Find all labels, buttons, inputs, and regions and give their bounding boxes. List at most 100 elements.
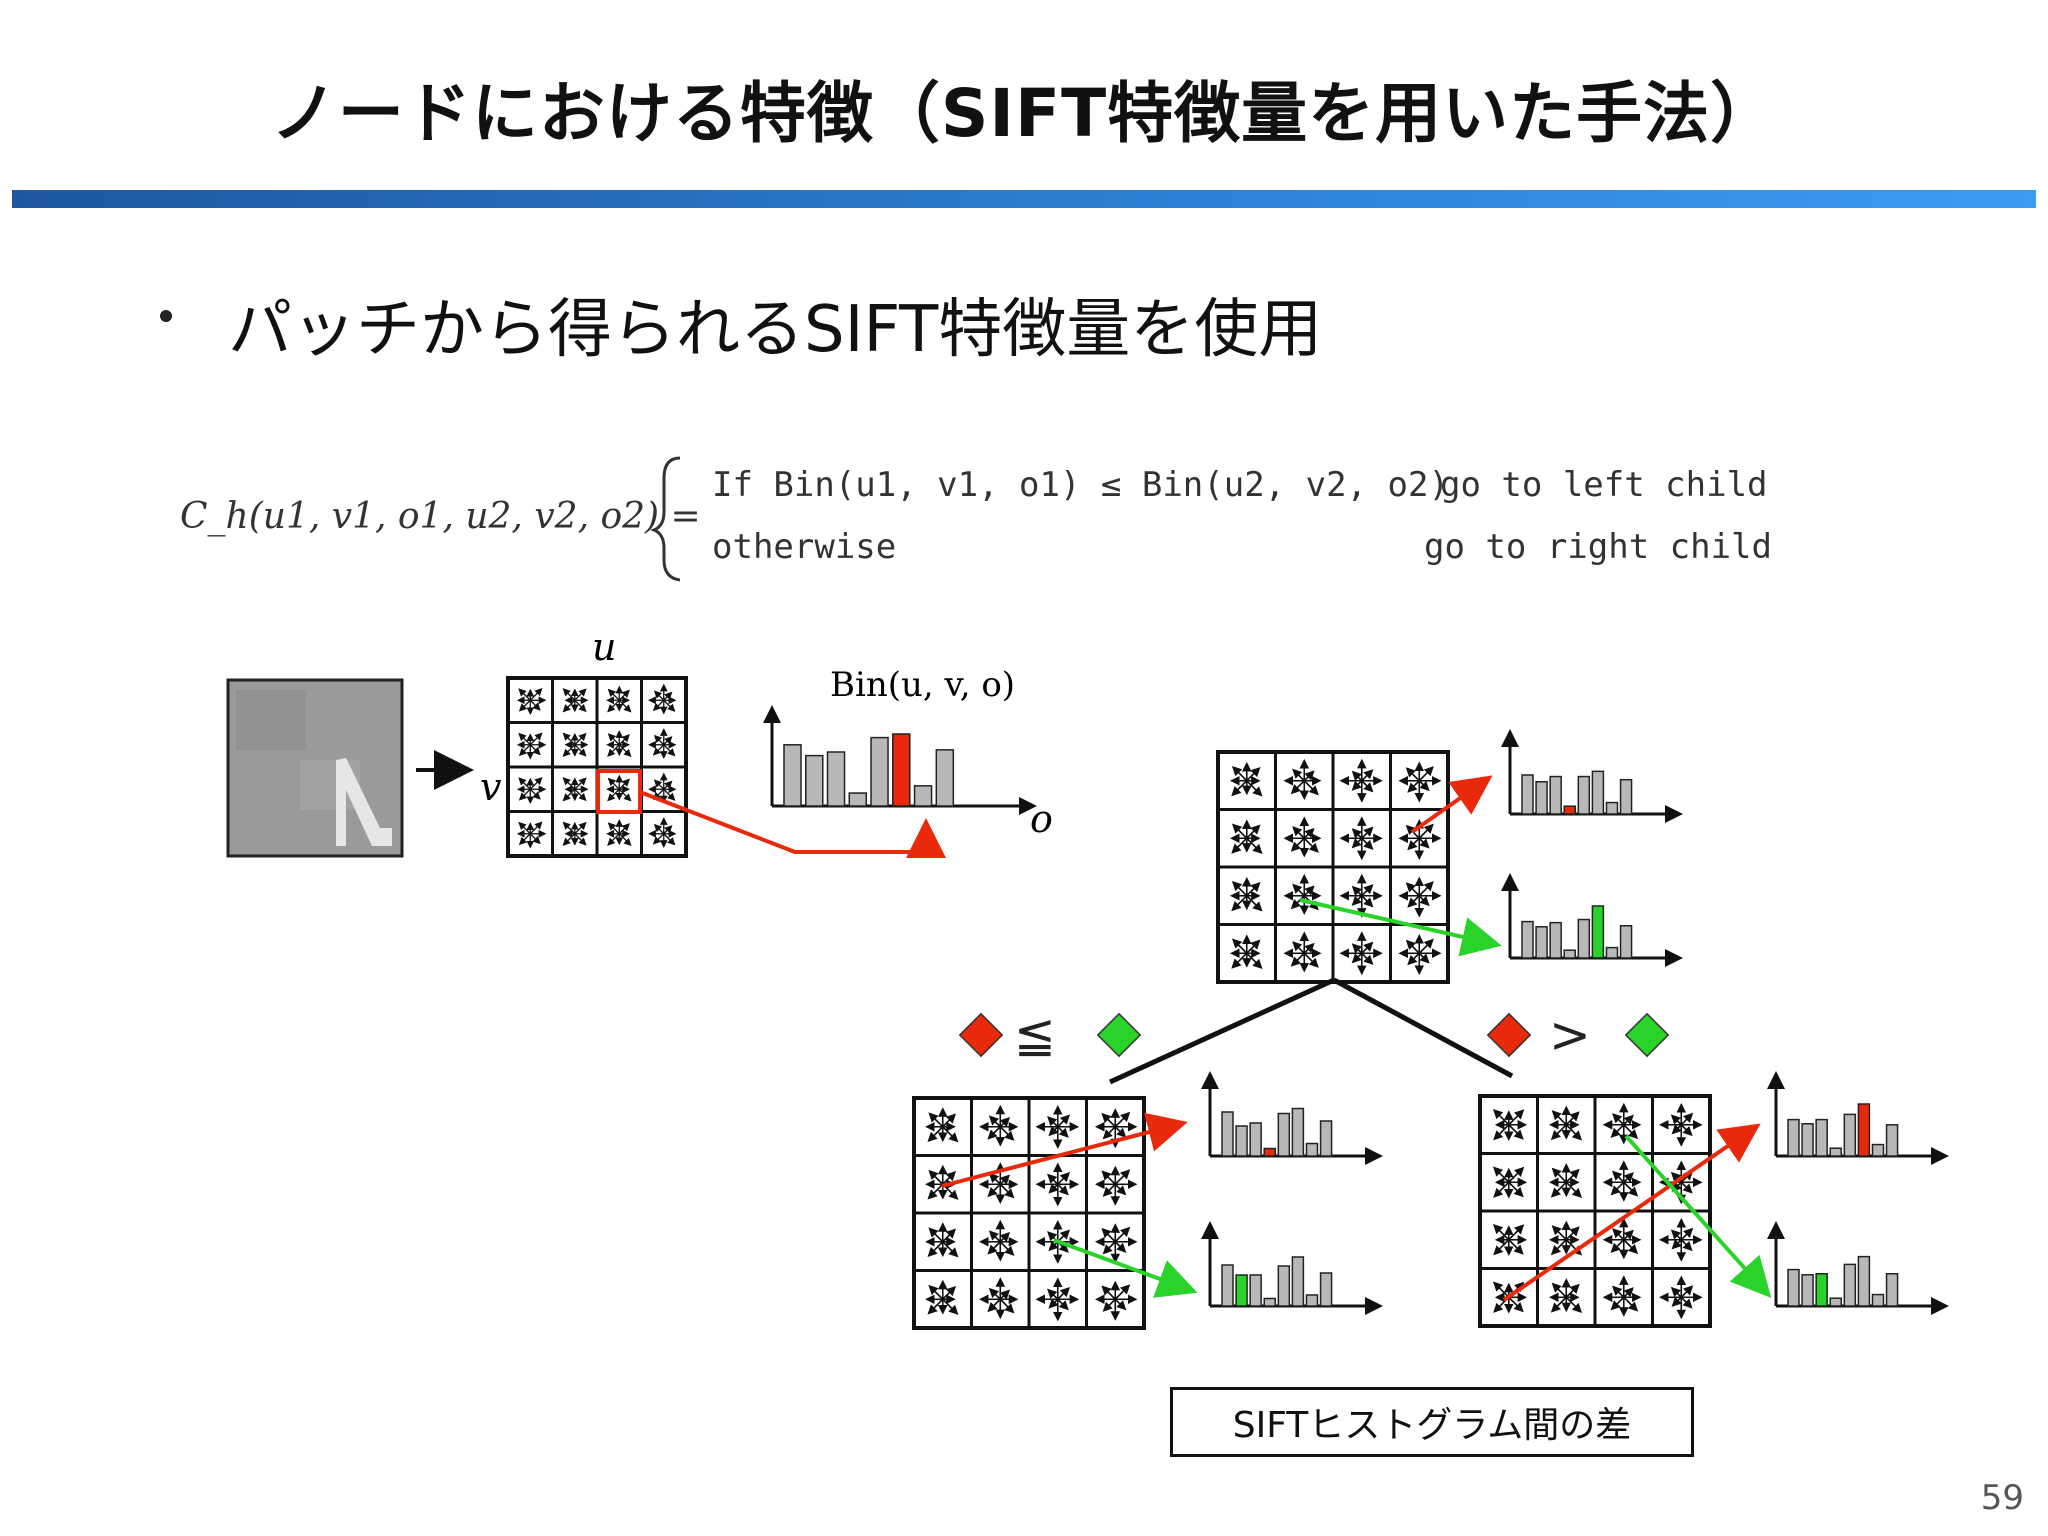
orientation-arrow: [942, 1285, 957, 1300]
orientation-arrow: [1680, 1112, 1694, 1126]
histogram-right-2: [1767, 1221, 1949, 1315]
right-comparison: >: [1486, 1006, 1670, 1064]
orientation-arrow: [1680, 1124, 1693, 1137]
orientation-arrow: [1551, 1282, 1567, 1298]
hist-bar: [1319, 1272, 1333, 1307]
orientation-arrow: [1231, 823, 1248, 839]
orientation-arrow: [1057, 1114, 1071, 1128]
orientation-arrow: [1680, 1239, 1693, 1252]
orientation-arrow: [1114, 1111, 1131, 1128]
orientation-arrow: [1246, 780, 1263, 797]
orientation-arrow: [1057, 1286, 1071, 1300]
hist-bar: [1221, 1111, 1234, 1157]
orientation-arrow: [607, 699, 620, 713]
orientation-arrow: [663, 736, 673, 746]
orientation-arrow: [1610, 1296, 1625, 1311]
orientation-arrow: [942, 1241, 959, 1258]
hist-bar: [1619, 778, 1633, 815]
hist-bar: [783, 744, 802, 807]
hist-bar: [1235, 1274, 1248, 1307]
bin-label: Bin(u, v, o): [830, 665, 1015, 705]
orientation-arrow: [942, 1113, 957, 1128]
orientation-arrow: [1048, 1240, 1059, 1252]
hist-bar: [1305, 1294, 1319, 1307]
orientation-arrow: [1057, 1183, 1069, 1196]
orientation-arrow: [562, 688, 576, 701]
orientation-arrow: [1680, 1285, 1694, 1298]
orientation-arrow: [1361, 895, 1374, 908]
orientation-arrow: [1361, 884, 1374, 897]
orientation-arrow: [1246, 881, 1261, 897]
orientation-arrow: [652, 833, 665, 845]
orientation-arrow: [1303, 952, 1319, 968]
hist-bar: [1535, 781, 1548, 815]
orientation-arrow: [574, 732, 587, 746]
hist-bar: [1829, 1297, 1842, 1307]
orientation-arrow: [1290, 895, 1305, 910]
orientation-arrow: [999, 1231, 1011, 1243]
orientation-arrow: [653, 734, 665, 746]
orientation-arrow: [1351, 895, 1363, 906]
orientation-arrow: [987, 1126, 1001, 1140]
sift-grid-small: [506, 676, 688, 858]
orientation-arrow: [1290, 780, 1305, 795]
hist-bar: [1801, 1123, 1814, 1157]
orientation-arrow: [1680, 1227, 1694, 1241]
right-red-arrow: [1502, 1123, 1761, 1302]
orientation-arrow: [999, 1241, 1015, 1256]
orientation-arrow: [562, 833, 576, 846]
orientation-arrow: [1246, 837, 1263, 855]
orientation-arrow: [988, 1172, 1001, 1185]
orientation-arrow: [1303, 837, 1319, 853]
orientation-arrow: [1101, 1170, 1116, 1185]
orientation-arrow: [1114, 1183, 1127, 1196]
orientation-arrow: [574, 833, 587, 846]
orientation-arrow: [928, 1112, 944, 1128]
orientation-arrow: [1048, 1125, 1059, 1137]
hist-bar: [1857, 1103, 1871, 1157]
formula: C_h(u1, v1, o1, u2, v2, o2) = If Bin(u1,…: [180, 456, 1772, 582]
orientation-arrow: [574, 744, 587, 757]
hist-bar: [1605, 946, 1619, 959]
orientation-arrow: [1551, 1225, 1567, 1241]
orientation-arrow: [1351, 885, 1363, 897]
orientation-arrow: [987, 1241, 1001, 1255]
orientation-arrow: [1114, 1284, 1131, 1300]
hist-bar: [1291, 1107, 1305, 1157]
orientation-arrow: [1361, 769, 1374, 782]
orientation-arrow: [618, 778, 630, 790]
orientation-arrow: [529, 687, 543, 701]
hist-bar: [1291, 1256, 1305, 1307]
orientation-arrow: [1231, 952, 1248, 969]
axis-o-label: o: [1030, 797, 1053, 841]
hist-bar: [1249, 1274, 1262, 1307]
orientation-arrow: [1246, 895, 1263, 912]
orientation-arrow: [999, 1298, 1015, 1314]
orientation-arrow: [1670, 1229, 1682, 1241]
bullet-dot: [160, 310, 172, 322]
orientation-arrow: [1680, 1296, 1693, 1309]
orientation-arrow: [1418, 766, 1434, 782]
orientation-arrow: [927, 1298, 944, 1315]
orientation-arrow: [1610, 1124, 1625, 1138]
hist-bar: [1277, 1265, 1291, 1307]
sift-grid-bottom-right: [1478, 1094, 1712, 1328]
orientation-arrow: [562, 777, 576, 790]
orientation-arrow: [1303, 770, 1315, 782]
hist-bar: [1521, 920, 1534, 959]
orientation-arrow: [1623, 1172, 1634, 1183]
orientation-arrow: [1246, 952, 1263, 970]
sift-grid-top: [1216, 750, 1450, 984]
histogram-main: [763, 705, 1037, 815]
orientation-arrow: [928, 1169, 944, 1185]
orientation-arrow: [1292, 768, 1305, 782]
orientation-arrow: [1246, 824, 1261, 839]
hist-bar: [1521, 774, 1534, 815]
orientation-arrow: [1407, 952, 1420, 966]
orientation-arrow: [1361, 780, 1374, 793]
orientation-arrow: [987, 1183, 1001, 1198]
orientation-arrow: [518, 732, 531, 746]
orientation-arrow: [1351, 943, 1363, 954]
orientation-arrow: [988, 1287, 1001, 1300]
